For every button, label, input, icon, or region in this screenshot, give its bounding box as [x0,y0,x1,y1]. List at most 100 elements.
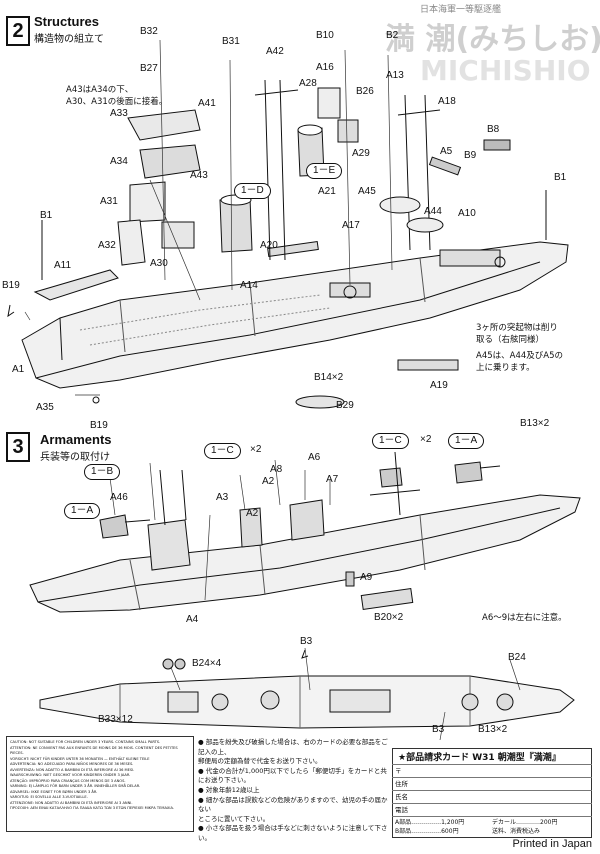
part-label-a18: A18 [438,96,456,107]
order-field-phone[interactable]: 電話 [392,803,592,816]
part-label-a17: A17 [342,220,360,231]
part-label-a32: A32 [98,240,116,251]
caution-line: ADVARSEL: IKKE EGNET FOR BØRN UNDER 3 ÅR… [10,789,98,794]
part-label-b19-top: B19 [2,280,20,291]
part-label-a30: A30 [150,258,168,269]
part-label-a34: A34 [110,156,128,167]
order-field-address[interactable]: 住所 [392,777,592,790]
part-label-a29: A29 [352,148,370,159]
part-label-b3-top: B3 [300,636,313,647]
part-label-b32: B32 [140,26,158,37]
caution-line: CAUTION: NOT SUITABLE FOR CHILDREN UNDER… [10,740,161,744]
order-field-name[interactable]: 氏名 [392,790,592,803]
part-label-b29: B29 [336,400,354,411]
step2-title: Structures [34,14,100,29]
part-label-a42: A42 [266,46,284,57]
note-a6-a9: A6～9は左右に注意。 [482,613,567,623]
order-field-postcode[interactable]: 〒 [392,764,592,777]
part-label-a35: A35 [36,402,54,413]
step3-subtitle: 兵装等の取付け [40,452,110,463]
part-label-a11: A11 [54,260,72,271]
subassembly-tag-1a-right: 1－A [448,433,485,449]
qty-b24: B24×4 [192,658,222,669]
part-label-b1-left: B1 [40,210,53,221]
printed-in-japan: Printed in Japan [512,838,593,850]
notes-line: ところに置いて下さい。 [198,814,270,823]
qty-1c-right: ×2 [420,434,432,445]
caution-line: AVVERTENZA: NON ADATTO A BAMBINI DI ETÀ … [10,767,135,772]
part-label-b14-qty: B14×2 [314,372,344,383]
hull-plan-view [39,675,575,729]
qty-b20: B20×2 [374,612,404,623]
part-label-a41: A41 [198,98,216,109]
part-label-b9: B9 [464,150,477,161]
part-a34 [139,144,201,179]
part-label-a2-mid: A2 [246,508,259,519]
notes-line: ● 代金の合計が1,000円以下でしたら「郵便切手」をカードと共にお送り下さい。 [198,766,387,785]
notes-line: ● 細かな部品は誤飲などの危険がありますので、幼児の手の届かない [198,795,388,814]
price-decal: デカール…………200円 [492,819,558,826]
part-label-a44: A44 [424,206,442,217]
part-label-a28: A28 [299,78,317,89]
subassembly-tag-1c-left: 1－C [204,443,241,459]
subassembly-tag-1a-left: 1－A [64,503,101,519]
caution-line: VARNING: EJ LÄMPLIG FÖR BARN UNDER 3 ÅR.… [10,784,141,788]
part-label-a33: A33 [110,108,128,119]
part-label-b1-right: B1 [554,172,567,183]
step3-title: Armaments [40,432,112,447]
note-a45: A45は、A44及びA5の 上に乗ります。 [476,351,563,373]
hull-step3 [29,494,581,613]
ship-name-en: MICHISHIO [420,54,591,87]
part-label-a3: A3 [216,492,229,503]
caution-line: ATTENTION: NE CONVIENT PAS AUX ENFANTS D… [10,745,178,756]
bow-deck-a11 [33,269,119,301]
part-label-b8: B8 [487,124,500,135]
part-a31 [129,181,166,223]
part-funnel-1d [219,197,253,253]
qty-b13-top: B13×2 [520,418,550,429]
mast-a42 [254,79,299,261]
order-card-title: ★部品請求カード W31 朝潮型『満潮』 [398,753,561,763]
torpedo-b20 [360,588,414,610]
hull-step2 [21,241,569,389]
qty-b33: B33×12 [98,714,133,725]
step-number-3: 3 [6,432,30,462]
part-label-a21: A21 [318,186,336,197]
part-a5 [428,156,462,176]
note-holes: 3ヶ所の突起物は削り 取る（右舷同様） [476,323,558,345]
notes-line: ● 対象年齢12歳以上 [198,785,260,794]
caution-line: VAROITUS: EI SOVELLU ALLE 3-VUOTIAILLE. [10,795,88,799]
price-shipping-note: 送料、消費税込み [492,828,541,835]
part-a29 [337,119,359,143]
price-b-parts: B部品……………600円 [395,828,459,835]
caution-line: ATENÇÃO: IMPRÓPRIO PARA CRIANÇAS COM MEN… [10,778,126,783]
part-label-b31: B31 [222,36,240,47]
parts-order-notes: ● 部品を紛失及び破損した場合は、右のカードの必要な部品をご記入の上、 郵便局の… [198,738,388,844]
part-label-b2: B2 [386,30,399,41]
part-label-b19-bottom: B19 [90,420,108,431]
part-a45 [379,196,421,214]
part-label-a2-top: A2 [262,476,275,487]
series-label: 日本海軍一等駆逐艦 [420,5,502,15]
part-label-a4: A4 [186,614,199,625]
part-label-a8: A8 [270,464,283,475]
step2-subtitle: 構造物の組立て [34,34,104,45]
part-a30 [161,221,195,249]
turret-mid [379,467,403,488]
part-a33 [127,109,201,141]
part-label-a7: A7 [326,474,339,485]
part-a28 [317,87,341,119]
part-label-a1: A1 [12,364,25,375]
turret-a4 [99,514,129,539]
qty-b13-bottom: B13×2 [478,724,508,735]
part-label-a46: A46 [110,492,128,503]
caution-line: ΠΡΟΣΟΧΗ: ΔΕΝ ΕΙΝΑΙ ΚΑΤΑΛΛΗΛΟ ΓΙΑ ΠΑΙΔΙΑ … [10,806,175,810]
notes-line: 郵便局の定額為替で代金をお送り下さい。 [198,757,322,766]
subassembly-tag-1d: 1－D [234,183,271,199]
part-a32 [117,219,146,266]
caution-line: ATTENZIONE: NON ADATTO AI BAMBINI DI ETÀ… [10,800,133,805]
part-label-a45: A45 [358,186,376,197]
price-a-parts: A部品……………1,200円 [395,819,465,826]
step-number-2: 2 [6,16,30,46]
